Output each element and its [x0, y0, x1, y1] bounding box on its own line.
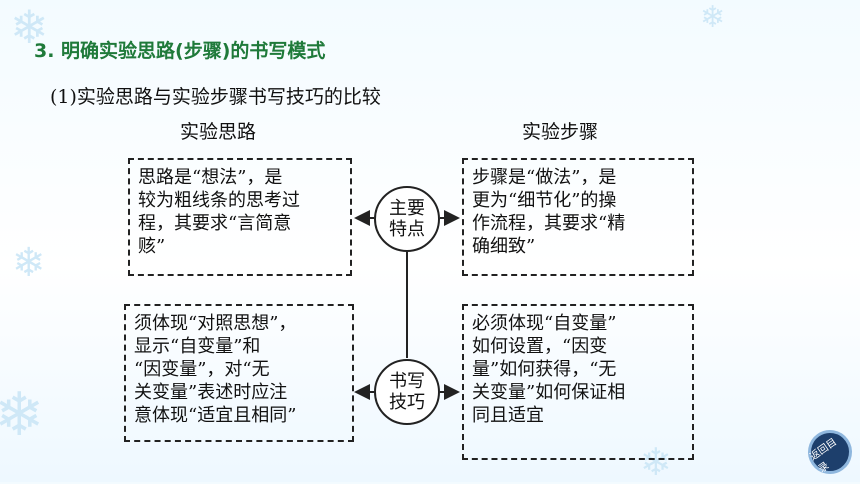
left-column-title: 实验思路: [180, 121, 257, 143]
main-features-circle: 主要 特点: [374, 186, 440, 252]
box-line: 步骤是“做法”，是: [472, 167, 617, 188]
snowflake-icon: ❄: [12, 240, 46, 286]
box-line: 思路是“想法”，是: [138, 167, 283, 188]
box-line: 更为“细节化”的操: [472, 190, 617, 211]
box-line: 显示“自变量”和: [134, 336, 261, 357]
thinking-features-box: 思路是“想法”，是 较为粗线条的思考过 程，其要求“言简意 赅”: [128, 158, 352, 276]
circle-label: 书写: [389, 371, 425, 392]
box-line: 须体现“对照思想”，: [134, 313, 297, 334]
box-line: 必须体现“自变量”: [472, 313, 617, 334]
box-line: 同且适宜: [472, 405, 544, 426]
box-line: 确细致”: [472, 236, 536, 257]
circle-label: 技巧: [389, 392, 425, 413]
box-line: 较为粗线条的思考过: [138, 190, 300, 211]
steps-tips-box: 必须体现“自变量” 如何设置，“因变 量”如何获得，“无 关变量”如何保证相 同…: [462, 304, 694, 460]
box-line: 作流程，其要求“精: [472, 213, 626, 234]
box-line: 如何设置，“因变: [472, 336, 608, 357]
circle-label: 主要: [389, 198, 425, 219]
right-column-title: 实验步骤: [522, 121, 599, 143]
circle-label: 特点: [389, 219, 425, 240]
snowflake-icon: ❄: [640, 440, 672, 484]
box-line: 意体现“适宜且相同”: [134, 405, 297, 426]
box-line: 程，其要求“言简意: [138, 213, 292, 234]
box-line: 赅”: [138, 236, 166, 257]
box-line: 关变量”表述时应注: [134, 382, 288, 403]
snowflake-icon: ❄: [10, 0, 49, 54]
box-line: 关变量”如何保证相: [472, 382, 626, 403]
thinking-tips-box: 须体现“对照思想”， 显示“自变量”和 “因变量”，对“无 关变量”表述时应注 …: [124, 304, 354, 442]
section-heading: 3. 明确实验思路(步骤)的书写模式: [34, 40, 326, 62]
steps-features-box: 步骤是“做法”，是 更为“细节化”的操 作流程，其要求“精 确细致”: [462, 158, 694, 276]
box-line: 量”如何获得，“无: [472, 359, 617, 380]
box-line: “因变量”，对“无: [134, 359, 270, 380]
subheading: (1)实验思路与实验步骤书写技巧的比较: [50, 86, 381, 108]
snowflake-icon: ❄: [0, 380, 45, 450]
snowflake-icon: ❄: [700, 0, 726, 35]
writing-tips-circle: 书写 技巧: [374, 359, 440, 425]
